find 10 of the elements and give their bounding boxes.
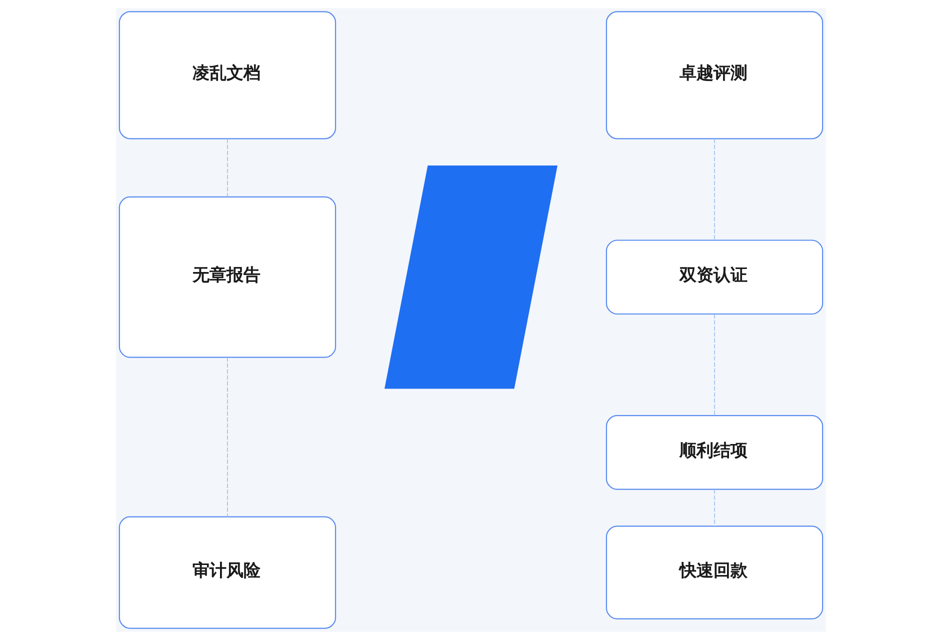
node-bolt [384, 166, 557, 389]
node-box: 顺利结项 [605, 415, 823, 490]
node-box: 快速回款 [605, 526, 823, 620]
connector [226, 357, 228, 518]
connector [226, 138, 228, 198]
node-box: 卓越评测 [605, 11, 823, 140]
node-box: 双资认证 [605, 240, 823, 315]
node-box: 审计风险 [118, 516, 336, 629]
node-box: 无章报告 [118, 196, 336, 358]
node-box: 凌乱文档 [118, 11, 336, 140]
